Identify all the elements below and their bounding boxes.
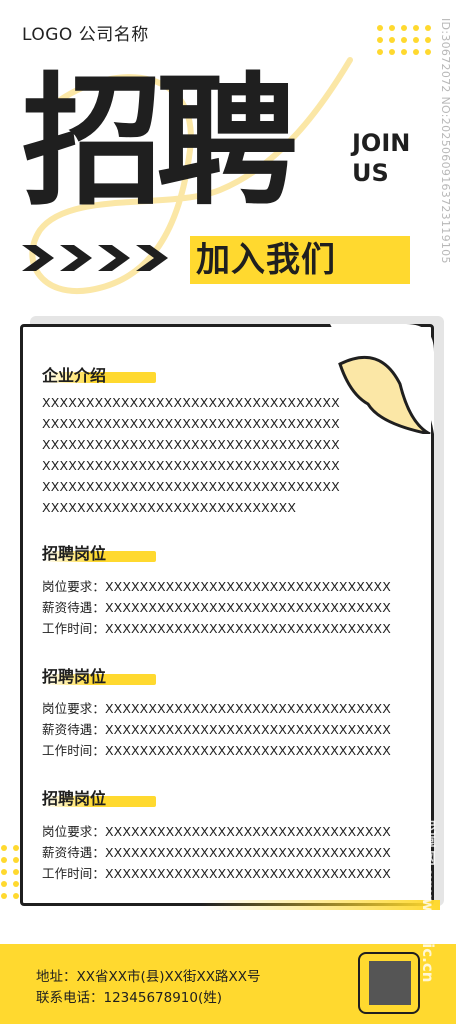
job-requirement: 岗位要求：XXXXXXXXXXXXXXXXXXXXXXXXXXXXXXXXX xyxy=(42,824,391,839)
chevron-arrows-icon xyxy=(22,245,168,271)
hero-title: 招聘 xyxy=(22,60,298,225)
job-hours: 工作时间：XXXXXXXXXXXXXXXXXXXXXXXXXXXXXXXXX xyxy=(42,743,391,758)
intro-line: XXXXXXXXXXXXXXXXXXXXXXXXXXXXXXXXXX xyxy=(42,458,340,473)
job-hours: 工作时间：XXXXXXXXXXXXXXXXXXXXXXXXXXXXXXXXX xyxy=(42,866,391,881)
section-highlight xyxy=(44,796,156,807)
job-salary: 薪资待遇：XXXXXXXXXXXXXXXXXXXXXXXXXXXXXXXXX xyxy=(42,845,391,860)
intro-line: XXXXXXXXXXXXXXXXXXXXXXXXXXXXXXXXXX xyxy=(42,395,340,410)
intro-line: XXXXXXXXXXXXXXXXXXXXXXXXXXXXXXXXXX xyxy=(42,437,340,452)
qr-frame xyxy=(358,952,420,1014)
decorative-dots-left xyxy=(1,845,19,899)
job-salary: 薪资待遇：XXXXXXXXXXXXXXXXXXXXXXXXXXXXXXXXX xyxy=(42,600,391,615)
qr-code-icon xyxy=(369,961,411,1005)
job-title: 招聘岗位 xyxy=(42,544,107,563)
join-us-text: JOIN US xyxy=(352,128,410,188)
join-us-label: 加入我们 xyxy=(196,240,336,280)
join-line-2: US xyxy=(352,159,389,187)
job-requirement: 岗位要求：XXXXXXXXXXXXXXXXXXXXXXXXXXXXXXXXX xyxy=(42,701,391,716)
decorative-swirl xyxy=(29,57,353,295)
join-line-1: JOIN xyxy=(352,129,411,157)
brand-watermark: 昵享网 www.nipic.cn xyxy=(419,820,437,983)
intro-line: XXXXXXXXXXXXXXXXXXXXXXXXXXXXX xyxy=(42,500,297,515)
decorative-dots-top xyxy=(377,25,431,55)
job-salary: 薪资待遇：XXXXXXXXXXXXXXXXXXXXXXXXXXXXXXXXX xyxy=(42,722,391,737)
contact-phone: 联系电话：12345678910(姓) xyxy=(36,990,223,1006)
job-title: 招聘岗位 xyxy=(42,789,107,808)
intro-title: 企业介绍 xyxy=(42,366,107,385)
intro-line: XXXXXXXXXXXXXXXXXXXXXXXXXXXXXXXXXX xyxy=(42,416,340,431)
card-bottom-accent xyxy=(200,900,440,910)
section-highlight xyxy=(44,674,156,685)
job-requirement: 岗位要求：XXXXXXXXXXXXXXXXXXXXXXXXXXXXXXXXX xyxy=(42,579,391,594)
join-us-banner: 加入我们 xyxy=(190,236,410,284)
job-hours: 工作时间：XXXXXXXXXXXXXXXXXXXXXXXXXXXXXXXXX xyxy=(42,621,391,636)
address-text: 地址：XX省XX市(县)XX街XX路XX号 xyxy=(36,969,261,985)
image-id-watermark: ID:30672072 NO:20250609163723119105 xyxy=(439,18,452,264)
company-logo-text: LOGO 公司名称 xyxy=(22,25,149,45)
intro-line: XXXXXXXXXXXXXXXXXXXXXXXXXXXXXXXXXX xyxy=(42,479,340,494)
section-highlight xyxy=(44,372,156,383)
page-curl-icon xyxy=(330,324,434,434)
job-title: 招聘岗位 xyxy=(42,667,107,686)
section-highlight xyxy=(44,551,156,562)
